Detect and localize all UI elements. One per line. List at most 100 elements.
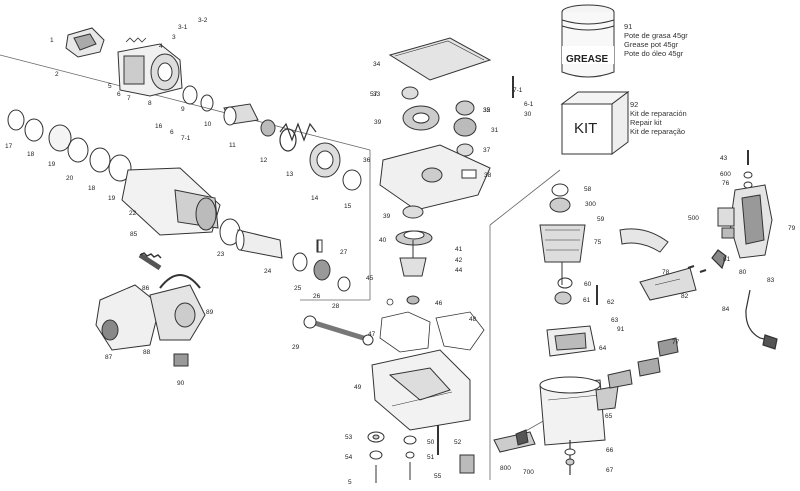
part-label: 25 <box>294 285 302 292</box>
switch-trigger <box>619 228 697 301</box>
part-label: 14 <box>311 195 319 202</box>
part-label: 54 <box>345 454 353 461</box>
part-label: 29 <box>292 344 300 351</box>
grease-line-pt: Pote do óleo 45gr <box>624 49 684 58</box>
part-label: 13 <box>286 171 294 178</box>
part-label: 300 <box>585 201 596 208</box>
grease-info: 91 Pote de grasa 45gr Grease pot 45gr Po… <box>624 22 688 58</box>
part-label: 500 <box>688 215 699 222</box>
part-label: 43 <box>720 155 728 162</box>
part-label: 42 <box>455 257 463 264</box>
part-label: 24 <box>264 268 272 275</box>
part-label: 53 <box>345 434 353 441</box>
part-label: 3 <box>172 34 176 41</box>
part-label: 7-1 <box>513 87 523 94</box>
part-label: 19 <box>48 161 56 168</box>
part-label: 700 <box>523 469 534 476</box>
part-label: 17 <box>5 143 13 150</box>
part-label: 78 <box>662 269 670 276</box>
part-label: 6 <box>170 129 174 136</box>
part-label: 88 <box>143 349 151 356</box>
part-label: 32 <box>483 107 491 114</box>
small-fasteners <box>317 76 514 483</box>
part-label: 6 <box>117 91 121 98</box>
field-stator <box>546 325 596 357</box>
part-label: 12 <box>260 157 268 164</box>
part-label: 75 <box>594 239 602 246</box>
part-label: 23 <box>217 251 225 258</box>
part-label: 5 <box>108 83 112 90</box>
part-label: 22 <box>129 210 137 217</box>
part-label: 60 <box>584 281 592 288</box>
part-label: 9 <box>181 106 185 113</box>
part-label: 63 <box>611 317 619 324</box>
part-label: 3-2 <box>198 17 208 24</box>
crankcase <box>371 349 471 431</box>
part-label: 67 <box>606 467 614 474</box>
part-label: 27 <box>340 249 348 256</box>
part-label: 82 <box>681 293 689 300</box>
kit-line-en: Repair kit <box>630 118 662 127</box>
part-label: 20 <box>66 175 74 182</box>
part-label: 45 <box>366 275 374 282</box>
part-label: 37 <box>483 147 491 154</box>
part-label: 33 <box>373 91 381 98</box>
part-label: 34 <box>373 61 381 68</box>
part-label: 15 <box>344 203 352 210</box>
grease-line-en: Grease pot 45gr <box>624 40 679 49</box>
part-label: 18 <box>88 185 96 192</box>
connecting-rod <box>303 315 374 346</box>
part-label: 36 <box>363 157 371 164</box>
part-label: 83 <box>767 277 775 284</box>
part-label: 91 <box>617 326 625 333</box>
part-label: 80 <box>739 269 747 276</box>
gearbox-cover <box>388 37 492 81</box>
clutch-gear <box>309 142 362 191</box>
part-label: 48 <box>469 316 477 323</box>
part-label: 62 <box>607 299 615 306</box>
part-label: 55 <box>434 473 442 480</box>
part-label: 28 <box>332 303 340 310</box>
part-label: 44 <box>455 267 463 274</box>
part-label: 4 <box>159 43 163 50</box>
part-label: 64 <box>599 345 607 352</box>
part-label: 76 <box>722 180 730 187</box>
part-label: 6-1 <box>524 101 534 108</box>
part-label: 800 <box>500 465 511 472</box>
motor-fasteners <box>564 150 753 475</box>
part-label: 57 <box>370 91 378 98</box>
grease-jar-drawing <box>561 4 615 78</box>
part-label: 3-1 <box>178 24 188 31</box>
part-label: 2 <box>55 71 59 78</box>
part-label: 87 <box>105 354 113 361</box>
handle-clamp <box>95 252 206 367</box>
kit-line-pt: Kit de reparação <box>630 127 686 136</box>
part-label: 38 <box>484 172 492 179</box>
part-label: 51 <box>427 454 435 461</box>
switch-block <box>459 429 536 474</box>
brush-holders <box>607 337 679 389</box>
kit-box-label: KIT <box>574 120 598 137</box>
spring-small <box>125 37 147 43</box>
piston <box>223 103 276 137</box>
part-label: 86 <box>142 285 150 292</box>
o-rings-row <box>7 85 241 246</box>
gaskets <box>379 298 485 353</box>
part-label: 39 <box>374 119 382 126</box>
part-label: 59 <box>597 216 605 223</box>
part-label: 40 <box>379 237 387 244</box>
part-label: 65 <box>605 413 613 420</box>
part-label: 18 <box>27 151 35 158</box>
part-label: 39 <box>383 213 391 220</box>
part-label: 31 <box>491 127 499 134</box>
bearings-gears <box>401 86 477 157</box>
part-label: 7 <box>127 95 131 102</box>
kit-box-drawing <box>560 91 630 155</box>
part-label: 30 <box>524 111 532 118</box>
grease-jar-label: GREASE <box>566 54 609 65</box>
grease-number: 91 <box>624 22 633 31</box>
part-label: 41 <box>455 246 463 253</box>
part-label: 66 <box>606 447 614 454</box>
part-label: 11 <box>229 142 236 149</box>
grease-line-es: Pote de grasa 45gr <box>624 31 688 40</box>
